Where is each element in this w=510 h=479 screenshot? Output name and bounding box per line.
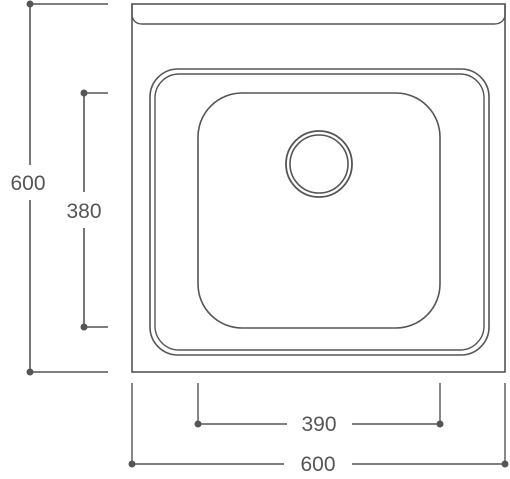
dimension-bowl-height: 380: [66, 89, 108, 331]
sink-bowl: [197, 92, 441, 329]
drain-inner: [289, 134, 349, 194]
sink-rim-outer: [149, 68, 490, 356]
sink-rim-inner: [154, 73, 485, 351]
overall-width-label: 600: [300, 453, 335, 476]
overall-height-label: 600: [10, 172, 45, 195]
bowl-width-label: 390: [301, 413, 336, 436]
dimension-bowl-width: 390: [194, 383, 444, 436]
drain-outer: [285, 130, 353, 198]
dimension-overall-width: 600: [128, 383, 509, 476]
bowl-height-label: 380: [66, 200, 101, 223]
sink-back-ledge: [131, 4, 506, 25]
dimension-overall-height: 600: [10, 0, 108, 376]
sink-outer-outline: [131, 3, 506, 373]
